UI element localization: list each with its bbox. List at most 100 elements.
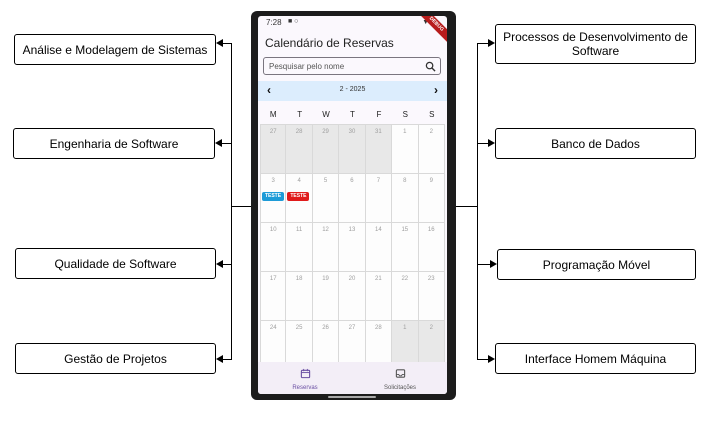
search-icon[interactable] [425,61,436,72]
calendar-day-cell[interactable]: 23 [418,272,445,321]
status-bar: 7:28 ■ ○ ▼ ▮ DEBUG [258,16,447,46]
search-field[interactable] [263,57,441,75]
day-number: 25 [295,325,303,331]
calendar-day-cell[interactable]: 8 [392,174,419,223]
connector-left-branch-2 [222,143,232,144]
calendar-day-cell[interactable]: 22 [392,272,419,321]
weekday-label: T [350,110,355,119]
calendar-day-cell[interactable]: 29 [312,125,340,174]
calendar-day-cell[interactable]: 27 [260,125,287,174]
status-time: 7:28 [266,18,282,27]
calendar-day-cell[interactable]: 5 [312,174,340,223]
connector-left-to-phone [231,206,251,207]
day-number: 26 [322,325,329,331]
calendar-day-cell[interactable]: 2 [418,321,445,370]
box-engenharia-software: Engenharia de Software [13,128,215,159]
month-label: 2 - 2025 [339,86,366,93]
nav-reservas[interactable]: Reservas [270,366,340,391]
connector-left-trunk [231,43,232,360]
day-number: 3 [271,178,275,184]
calendar-day-cell[interactable]: 12 [312,223,340,272]
calendar-day-cell[interactable]: 11 [286,223,313,272]
calendar-day-cell[interactable]: 26 [312,321,340,370]
event-chip[interactable]: TESTE [262,192,284,201]
weekday-label: S [429,110,435,119]
app-title: Calendário de Reservas [265,36,394,50]
calendar-day-cell[interactable]: 17 [260,272,287,321]
chevron-right-icon[interactable]: › [434,83,438,97]
day-number: 2 [429,325,433,331]
nav-solicitacoes[interactable]: Solicitações [365,366,435,391]
arrow-right-1 [488,39,495,47]
day-number: 8 [403,178,407,184]
calendar-day-cell[interactable]: 19 [312,272,340,321]
calendar-day-cell[interactable]: 25 [286,321,313,370]
weekday-label: F [376,110,382,119]
calendar-day-cell[interactable]: 10 [260,223,287,272]
connector-right-branch-1 [477,43,488,44]
day-number: 29 [322,129,329,135]
box-programacao-movel: Programação Móvel [497,249,696,280]
day-number: 14 [375,227,382,233]
day-number: 6 [350,178,354,184]
calendar-day-cell[interactable]: 28 [365,321,393,370]
day-number: 2 [429,129,433,135]
search-input[interactable] [269,60,419,72]
calendar-day-cell[interactable]: 28 [286,125,313,174]
calendar-week-row: 24 25 26 27 28 1 2 [260,321,445,370]
day-number: 9 [429,178,433,184]
day-number: 30 [348,129,356,135]
calendar-day-cell[interactable]: 1 [392,321,419,370]
calendar-day-cell[interactable]: 1 [392,125,419,174]
arrow-right-2 [488,139,495,147]
calendar-day-cell[interactable]: 9 [418,174,445,223]
box-qualidade-software: Qualidade de Software [15,248,216,279]
event-chip[interactable]: TESTE [287,192,310,201]
home-indicator [328,396,376,398]
day-number: 28 [375,325,382,331]
arrow-left-4 [216,355,223,363]
connector-left-branch-3 [223,264,232,265]
connector-right-branch-3 [477,264,490,265]
connector-left-branch-1 [222,43,232,44]
day-number: 27 [269,129,277,135]
debug-banner: DEBUG [415,16,447,46]
calendar-day-cell[interactable]: 14 [365,223,393,272]
connector-right-branch-4 [477,359,488,360]
calendar-day-cell[interactable]: 24 [260,321,287,370]
calendar-day-cell[interactable]: 20 [339,272,366,321]
calendar-day-cell[interactable]: 27 [339,321,366,370]
weekday-label: S [402,110,408,119]
calendar-day-cell[interactable]: 2 [418,125,445,174]
notification-icons: ■ ○ [288,18,299,25]
calendar-day-cell[interactable]: 16 [418,223,445,272]
day-number: 22 [401,276,409,282]
calendar-day-cell[interactable]: 18 [286,272,313,321]
chevron-left-icon[interactable]: ‹ [267,83,271,97]
day-number: 12 [322,227,329,233]
day-number: 19 [322,276,329,282]
calendar-day-cell[interactable]: 13 [339,223,366,272]
arrow-right-4 [488,355,495,363]
weekday-label: W [322,110,330,119]
day-number: 23 [427,276,435,282]
calendar-day-cell[interactable]: 15 [392,223,419,272]
calendar-day-cell[interactable]: 7 [365,174,393,223]
calendar-day-cell[interactable]: 30 [339,125,366,174]
day-number: 18 [295,276,303,282]
calendar-day-cell[interactable]: 21 [365,272,393,321]
calendar-day-cell[interactable]: 31 [365,125,393,174]
day-number: 7 [376,178,381,184]
inbox-icon [395,369,405,378]
day-number: 11 [296,227,303,233]
calendar-day-cell[interactable]: 6 [339,174,366,223]
day-number: 24 [269,325,277,331]
day-number: 17 [269,276,277,282]
box-banco-dados: Banco de Dados [495,128,696,159]
